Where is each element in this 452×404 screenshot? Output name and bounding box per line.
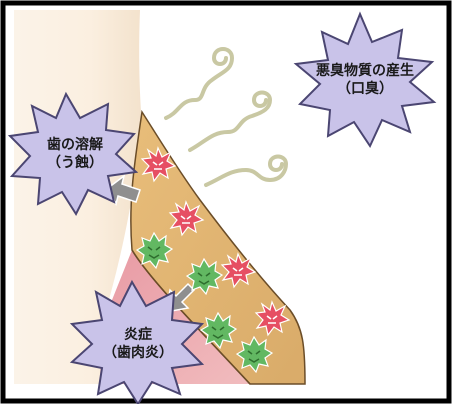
- red-bacteria-icon: [254, 300, 291, 337]
- green-bacteria-icon: [235, 335, 274, 374]
- dissolution-label: 歯の溶解 （う蝕）: [30, 136, 120, 172]
- red-bacteria-icon: [168, 200, 205, 237]
- starburst-icon: [7, 91, 139, 217]
- odor-wave-icon: [164, 47, 289, 187]
- odor-label-line1: 悪臭物質の産生: [316, 63, 414, 79]
- odor-label-line2: （口臭）: [337, 81, 393, 97]
- red-bacteria-icon: [220, 252, 257, 289]
- starburst-icon: [69, 279, 205, 404]
- inflammation-label-line1: 炎症: [124, 327, 152, 343]
- starburst-icon: [293, 11, 437, 149]
- dissolution-label-line2: （う蝕）: [47, 155, 103, 171]
- red-bacteria-icon: [140, 146, 177, 183]
- green-bacteria-icon: [185, 257, 224, 296]
- inflammation-label-line2: （歯肉炎）: [103, 345, 173, 361]
- odor-label: 悪臭物質の産生 （口臭）: [310, 62, 420, 98]
- green-bacteria-icon: [199, 311, 238, 350]
- green-bacteria-icon: [135, 231, 174, 270]
- dissolution-label-line1: 歯の溶解: [47, 137, 103, 153]
- inflammation-label: 炎症 （歯肉炎）: [92, 326, 184, 362]
